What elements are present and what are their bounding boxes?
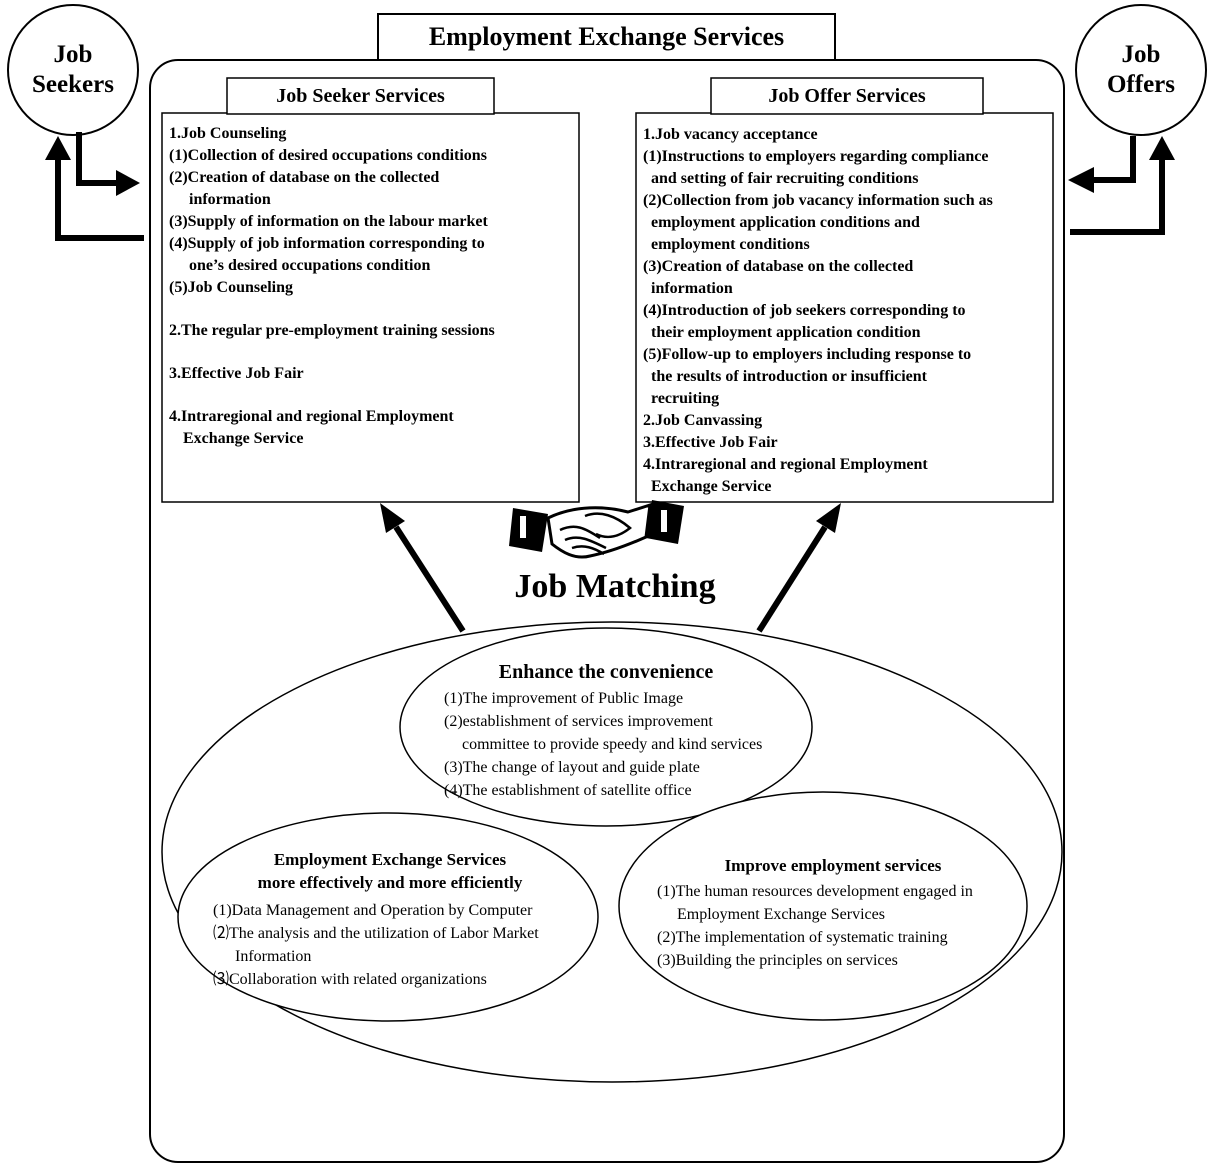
- job-seekers-line-1: Job: [53, 41, 93, 68]
- list-item: (4)Supply of job information correspondi…: [169, 235, 485, 252]
- list-item: (1)Instructions to employers regarding c…: [643, 148, 989, 165]
- list-item: 1.Job Counseling: [169, 125, 287, 142]
- list-item: (4)The establishment of satellite office: [444, 782, 692, 799]
- list-item: information: [189, 191, 271, 208]
- list-item: information: [651, 280, 733, 297]
- list-item: (2)establishment of services improvement: [444, 713, 713, 730]
- matching-arrows: [380, 503, 841, 633]
- job-offers-line-1: Job: [1121, 41, 1161, 68]
- seeker-flow-arrows: [45, 132, 144, 241]
- list-item: (2)Creation of database on the collected: [169, 169, 440, 186]
- improve-list: (1)The human resources development engag…: [657, 880, 973, 972]
- effective-ellipse: [177, 812, 599, 1022]
- list-item: ⑵The analysis and the utilization of Lab…: [213, 925, 539, 942]
- convenience-ellipse: [399, 627, 813, 827]
- list-item: 2.The regular pre-employment training se…: [169, 322, 495, 339]
- seeker-services-title-box: [226, 77, 495, 115]
- list-item: (3)Creation of database on the collected: [643, 258, 914, 275]
- job-offers-label: Job Offers: [1081, 40, 1201, 100]
- job-offers-line-2: Offers: [1106, 71, 1176, 98]
- list-item: ⑶Collaboration with related organization…: [213, 971, 487, 988]
- seeker-services-title: Job Seeker Services: [276, 85, 445, 107]
- job-matching-label: Job Matching: [514, 568, 716, 605]
- main-title-box: [377, 13, 836, 61]
- effective-title-line-1: Employment Exchange Services: [273, 850, 507, 869]
- handshake-icon: [509, 500, 684, 559]
- list-item: 4.Intraregional and regional Employment: [169, 408, 454, 425]
- list-item: (3)The change of layout and guide plate: [444, 759, 700, 776]
- list-item: committee to provide speedy and kind ser…: [462, 736, 763, 753]
- convenience-list: (1)The improvement of Public Image (2)es…: [444, 687, 762, 802]
- effective-title-line-2: more effectively and more efficiently: [257, 873, 523, 892]
- job-offers-circle: [1075, 4, 1207, 136]
- seeker-services-list: 1.Job Counseling (1)Collection of desire…: [169, 123, 574, 450]
- effective-title: Employment Exchange Services more effect…: [220, 848, 560, 894]
- improve-ellipse: [618, 791, 1028, 1021]
- list-item: and setting of fair recruiting condition…: [651, 170, 919, 187]
- offer-services-box: [635, 112, 1054, 503]
- seeker-services-box: [161, 112, 580, 503]
- list-item: 2.Job Canvassing: [643, 412, 763, 429]
- convenience-title: Enhance the convenience: [498, 661, 714, 683]
- list-item: (3)Building the principles on services: [657, 952, 898, 969]
- list-item: 3.Effective Job Fair: [169, 365, 304, 382]
- job-seekers-label: Job Seekers: [13, 40, 133, 100]
- job-seekers-line-2: Seekers: [32, 71, 114, 98]
- list-item: 1.Job vacancy acceptance: [643, 126, 818, 143]
- list-item: one’s desired occupations condition: [189, 257, 431, 274]
- list-item: employment conditions: [651, 236, 810, 253]
- list-item: Exchange Service: [183, 430, 304, 447]
- list-item: (2)The implementation of systematic trai…: [657, 929, 948, 946]
- list-item: (1)Data Management and Operation by Comp…: [213, 902, 533, 919]
- list-item: Exchange Service: [651, 478, 772, 495]
- effective-list: (1)Data Management and Operation by Comp…: [213, 899, 539, 991]
- list-item: Information: [235, 948, 312, 965]
- list-item: (1)Collection of desired occupations con…: [169, 147, 487, 164]
- list-item: 3.Effective Job Fair: [643, 434, 778, 451]
- offer-services-title-box: [710, 77, 984, 115]
- list-item: their employment application condition: [651, 324, 921, 341]
- list-item: the results of introduction or insuffici…: [651, 368, 928, 385]
- list-item: (5)Job Counseling: [169, 279, 294, 296]
- list-item: employment application conditions and: [651, 214, 920, 231]
- list-item: 4.Intraregional and regional Employment: [643, 456, 928, 473]
- main-title: Employment Exchange Services: [428, 22, 785, 51]
- job-seekers-circle: [7, 4, 139, 136]
- list-item: (3)Supply of information on the labour m…: [169, 213, 488, 230]
- improve-title: Improve employment services: [724, 856, 942, 875]
- offer-services-list: 1.Job vacancy acceptance (1)Instructions…: [643, 124, 1048, 498]
- list-item: (1)The human resources development engag…: [657, 883, 973, 900]
- list-item: (5)Follow-up to employers including resp…: [643, 346, 972, 363]
- list-item: (2)Collection from job vacancy informati…: [643, 192, 993, 209]
- list-item: Employment Exchange Services: [677, 906, 885, 923]
- offer-services-title: Job Offer Services: [768, 85, 926, 107]
- offer-flow-arrows: [1068, 136, 1175, 235]
- list-item: (1)The improvement of Public Image: [444, 690, 684, 707]
- list-item: recruiting: [651, 390, 720, 407]
- list-item: (4)Introduction of job seekers correspon…: [643, 302, 966, 319]
